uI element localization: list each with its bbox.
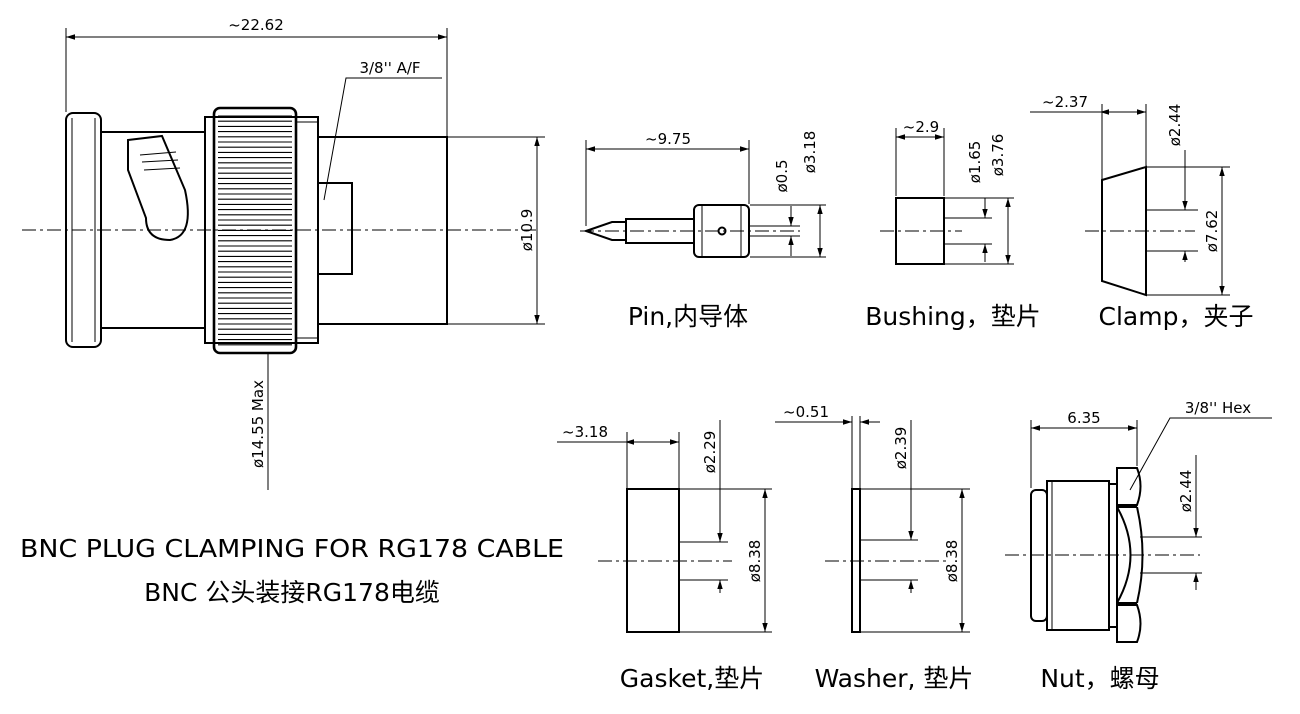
title-line-1: BNC PLUG CLAMPING FOR RG178 CABLE — [20, 534, 564, 563]
bushing-caption: Bushing，垫片 — [865, 302, 1041, 331]
clamp-caption: Clamp，夹子 — [1099, 302, 1254, 331]
gasket-drawing — [598, 488, 732, 633]
plug-hex-label: 3/8'' A/F — [359, 59, 420, 77]
bushing-drawing — [880, 197, 962, 265]
pin-dimensions: ~9.75 ø0.5 ø3.18 Pin,内导体 — [585, 130, 826, 331]
washer-inner-diameter-label: ø2.39 — [892, 427, 910, 470]
gasket-dimensions: ~3.18 ø2.29 ø8.38 Gasket,垫片 — [557, 420, 772, 693]
washer-dimensions: ~0.51 ø2.39 ø8.38 Washer, 垫片 — [775, 403, 973, 693]
clamp-drawing — [1085, 165, 1195, 297]
washer-outer-diameter-label: ø8.38 — [943, 540, 961, 583]
clamp-dimensions: ~2.37 ø2.44 ø7.62 Clamp，夹子 — [1030, 93, 1253, 331]
plug-dimensions: ~22.62 3/8'' A/F ø10.9 ø14.55 Max — [65, 16, 545, 490]
washer-length-label: ~0.51 — [783, 403, 829, 421]
gasket-inner-diameter-label: ø2.29 — [701, 431, 719, 474]
plug-body-diameter-label: ø10.9 — [518, 209, 536, 252]
gasket-caption: Gasket,垫片 — [620, 664, 764, 693]
nut-caption: Nut，螺母 — [1040, 664, 1159, 693]
pin-drawing — [580, 204, 800, 258]
clamp-outer-diameter-label: ø7.62 — [1203, 210, 1221, 253]
nut-length-label: 6.35 — [1067, 409, 1100, 427]
pin-inner-diameter-label: ø0.5 — [773, 159, 791, 192]
gasket-length-label: ~3.18 — [562, 423, 608, 441]
gasket-outer-diameter-label: ø8.38 — [746, 540, 764, 583]
bushing-length-label: ~2.9 — [903, 118, 939, 136]
washer-caption: Washer, 垫片 — [815, 664, 974, 693]
plug-length-label: ~22.62 — [228, 16, 284, 34]
bushing-dimensions: ~2.9 ø1.65 ø3.76 Bushing，垫片 — [865, 118, 1041, 331]
title-line-2: BNC 公头装接RG178电缆 — [144, 578, 440, 607]
nut-dimensions: 6.35 3/8'' Hex ø2.44 Nut，螺母 — [1030, 399, 1272, 693]
pin-caption: Pin,内导体 — [628, 302, 748, 331]
drawing-title: BNC PLUG CLAMPING FOR RG178 CABLE BNC 公头… — [20, 534, 564, 607]
pin-outer-diameter-label: ø3.18 — [801, 131, 819, 174]
bnc-plug-drawing — [22, 106, 540, 355]
bushing-outer-diameter-label: ø3.76 — [989, 134, 1007, 177]
clamp-length-label: ~2.37 — [1042, 93, 1088, 111]
nut-drawing — [1005, 467, 1200, 643]
bushing-inner-diameter-label: ø1.65 — [966, 141, 984, 184]
washer-drawing — [825, 488, 950, 633]
plug-max-diameter-label: ø14.55 Max — [249, 380, 267, 468]
nut-hex-label: 3/8'' Hex — [1185, 399, 1251, 417]
nut-inner-diameter-label: ø2.44 — [1177, 470, 1195, 513]
clamp-inner-diameter-label: ø2.44 — [1166, 104, 1184, 147]
pin-length-label: ~9.75 — [645, 130, 691, 148]
